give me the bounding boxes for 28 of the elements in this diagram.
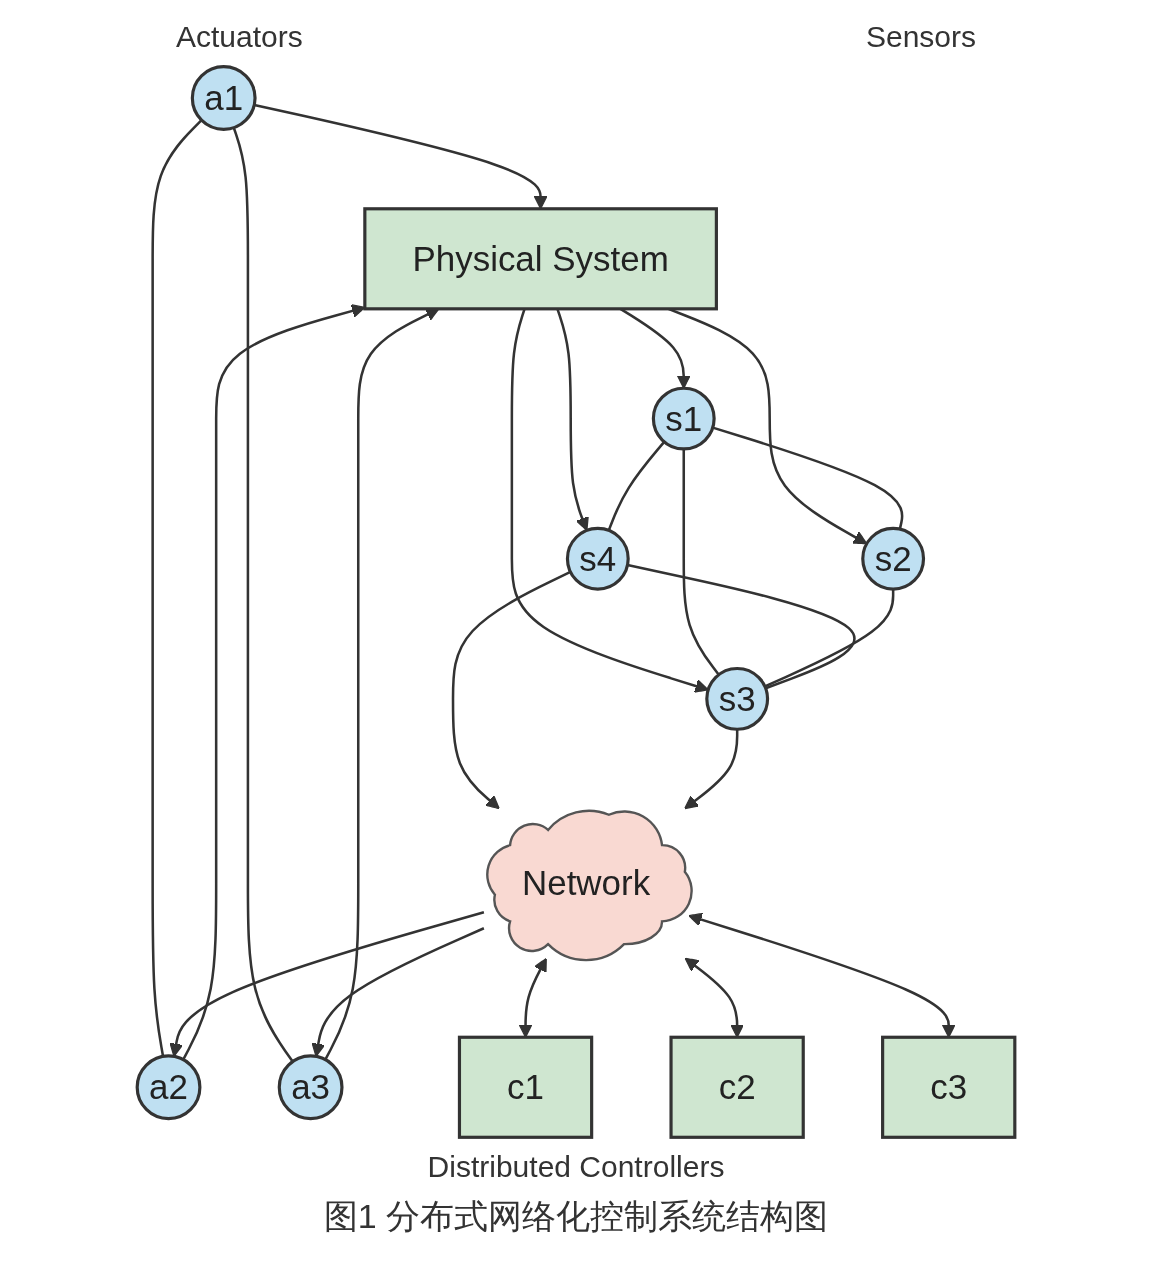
connector bbox=[764, 589, 895, 688]
node-circle: s4 bbox=[565, 526, 630, 591]
arrow bbox=[518, 957, 547, 1038]
node-box: c1 bbox=[457, 1035, 594, 1139]
node-circle: a2 bbox=[135, 1054, 202, 1121]
arrow bbox=[182, 304, 366, 1061]
node-box: Physical System bbox=[363, 207, 718, 311]
arrow bbox=[684, 957, 745, 1038]
connector bbox=[682, 448, 720, 676]
group-label: Distributed Controllers bbox=[427, 1150, 725, 1183]
arrow bbox=[684, 729, 739, 810]
node-circle: s2 bbox=[861, 526, 926, 591]
connector bbox=[232, 127, 294, 1063]
arrow bbox=[688, 912, 956, 1038]
figure-caption: 图1 分布式网络化控制系统结构图 bbox=[323, 1196, 829, 1237]
node-box: c3 bbox=[881, 1035, 1017, 1139]
node-circle: a3 bbox=[277, 1054, 344, 1121]
node-circle: s1 bbox=[651, 386, 716, 451]
arrow bbox=[510, 308, 709, 693]
arrow bbox=[556, 308, 589, 532]
node-box: c2 bbox=[669, 1035, 805, 1139]
connector bbox=[607, 441, 666, 531]
node-circle: a1 bbox=[190, 65, 257, 131]
group-label: Sensors bbox=[865, 20, 976, 54]
group-label: Actuators bbox=[176, 20, 303, 54]
connector bbox=[151, 119, 203, 1057]
node-circle: s3 bbox=[705, 666, 770, 731]
arrow bbox=[324, 308, 440, 1061]
